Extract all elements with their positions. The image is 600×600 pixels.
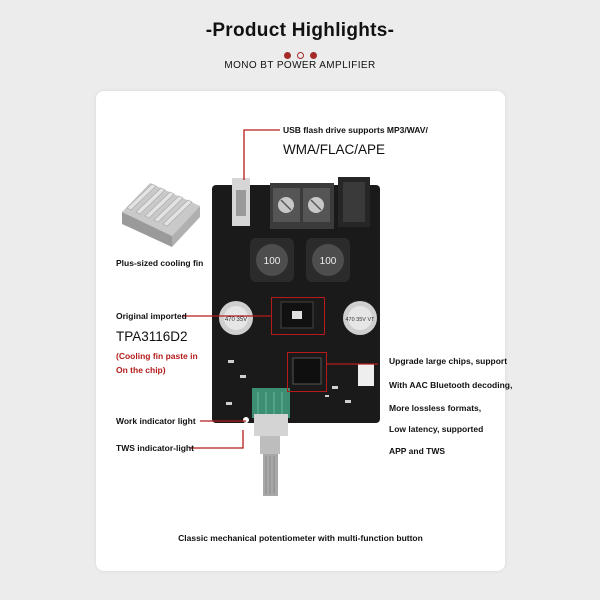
chip-title: Original imported [116, 311, 187, 321]
usb-formats: WMA/FLAC/APE [283, 142, 386, 157]
chip-note-2: On the chip) [116, 365, 166, 375]
usb-callout: USB flash drive supports MP3/WAV/ [283, 125, 428, 135]
page-subtitle: MONO BT POWER AMPLIFIER [224, 60, 376, 71]
upgrade-line-5: APP and TWS [389, 446, 446, 456]
dot-icon [296, 52, 304, 59]
title-dots [0, 46, 600, 64]
potentiometer-icon [252, 388, 290, 496]
chip-highlight-box [271, 297, 325, 335]
dot-icon [309, 52, 317, 59]
cooling-fin-label: Plus-sized cooling fin [116, 258, 204, 268]
potentiometer-label: Classic mechanical potentiometer with mu… [178, 533, 423, 543]
tws-indicator-line [190, 430, 244, 449]
chip-name: TPA3116D2 [116, 329, 188, 344]
led-icon [241, 425, 247, 431]
upgrade-line-3: More lossless formats, [389, 403, 482, 413]
upgrade-line-2: With AAC Bluetooth decoding, [389, 380, 513, 390]
tws-indicator-label: TWS indicator-light [116, 443, 194, 453]
usb-callout-line [243, 129, 280, 180]
upgrade-line-4: Low latency, supported [389, 424, 484, 434]
bluetooth-chip-highlight-box [287, 352, 327, 392]
bluetooth-chip-icon [292, 357, 322, 385]
page-title: -Product Highlights- [205, 20, 395, 41]
work-indicator-label: Work indicator light [116, 416, 196, 426]
led-icon [243, 417, 249, 423]
heatsink-icon [122, 183, 200, 247]
antenna-icon [358, 364, 374, 386]
dot-icon [283, 52, 291, 59]
chip-note-1: (Cooling fin paste in [116, 351, 198, 361]
upgrade-line-1: Upgrade large chips, support [389, 356, 508, 366]
